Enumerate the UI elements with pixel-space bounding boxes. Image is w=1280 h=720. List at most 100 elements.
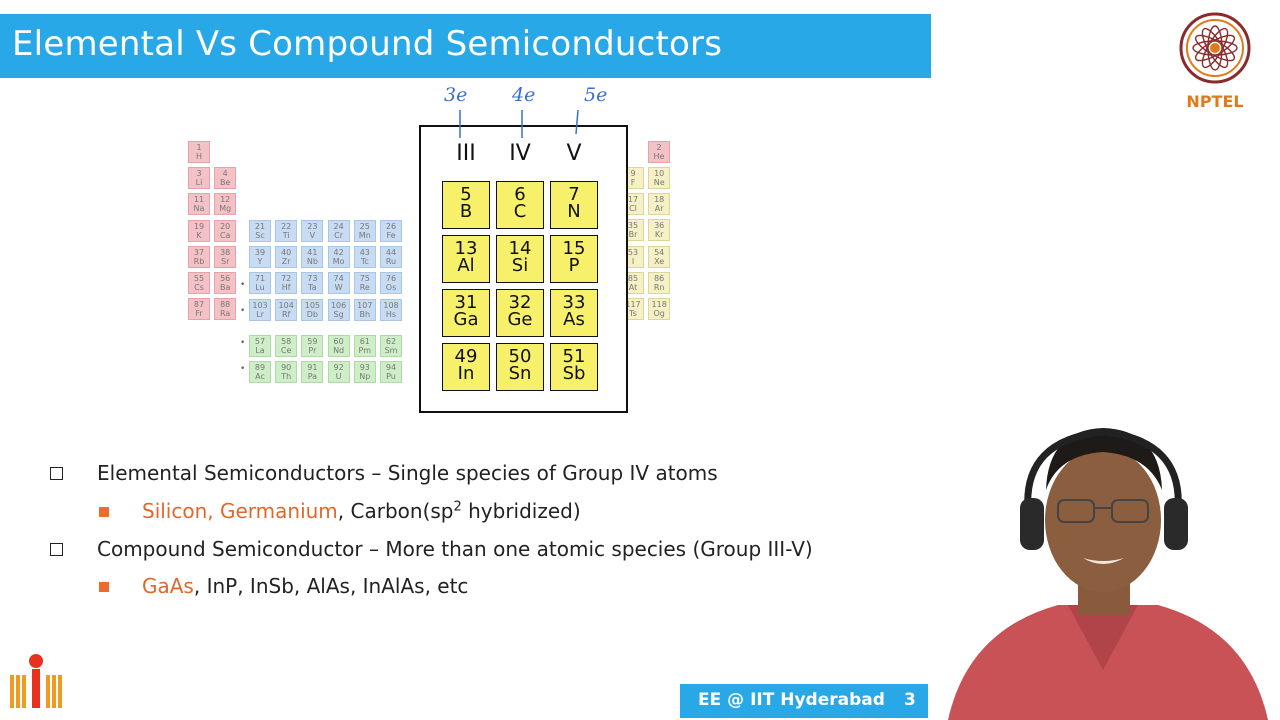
annotation-lines [459,109,579,138]
bullet-square-1 [50,467,63,480]
sub-bullet-1 [99,507,109,517]
element-symbol: N [567,201,581,222]
element-symbol: Sn [508,363,532,384]
element-symbol: Al [457,255,475,276]
compound-list: , InP, InSb, AlAs, InAlAs, etc [193,574,469,598]
nptel-label: NPTEL [1186,92,1244,111]
atomic-number: 7 [568,184,580,205]
page-number: 3 [904,690,916,710]
element-symbol: Sb [562,363,586,384]
element-symbol: As [563,309,585,330]
presenter-figure [928,380,1280,720]
element-symbol: Ga [453,309,479,330]
slide-title: Elemental Vs Compound Semiconductors [12,24,723,64]
element-symbol: In [457,363,475,384]
highlight-gaas: GaAs [142,574,194,598]
nptel-emblem-icon [1179,12,1251,84]
footnote-marker: • [240,280,246,290]
highlight-si-ge: Silicon, Germanium [142,499,338,523]
bullet-elemental: Elemental Semiconductors – Single specie… [97,461,718,485]
sub-bullet-compound-examples: GaAs, InP, InSb, AlAs, InAlAs, etc [142,574,468,598]
group-label: III [456,141,476,166]
sub-bullet-2 [99,582,109,592]
sub-bullet-elemental-examples: Silicon, Germanium, Carbon(sp2 hybridize… [142,499,581,523]
carbon-text-b: hybridized) [461,499,581,523]
atomic-number: 13 [454,238,478,259]
annotation-3e: 3e [444,84,468,106]
atomic-number: 15 [562,238,586,259]
bullet-square-2 [50,543,63,556]
element-symbol: P [568,255,580,276]
atomic-number: 51 [562,346,586,367]
group-label: V [566,141,582,166]
atomic-number: 31 [454,292,478,313]
nptel-logo: NPTEL [1172,10,1258,120]
element-symbol: Ge [507,309,533,330]
annotation-4e: 4e [512,84,536,106]
carbon-sup: 2 [453,499,462,515]
atomic-number: 6 [514,184,526,205]
atomic-number: 49 [454,346,478,367]
element-symbol: B [459,201,473,222]
presenter-video [928,380,1280,720]
footnote-marker: • [240,306,246,316]
title-bar: Elemental Vs Compound Semiconductors [0,14,931,78]
